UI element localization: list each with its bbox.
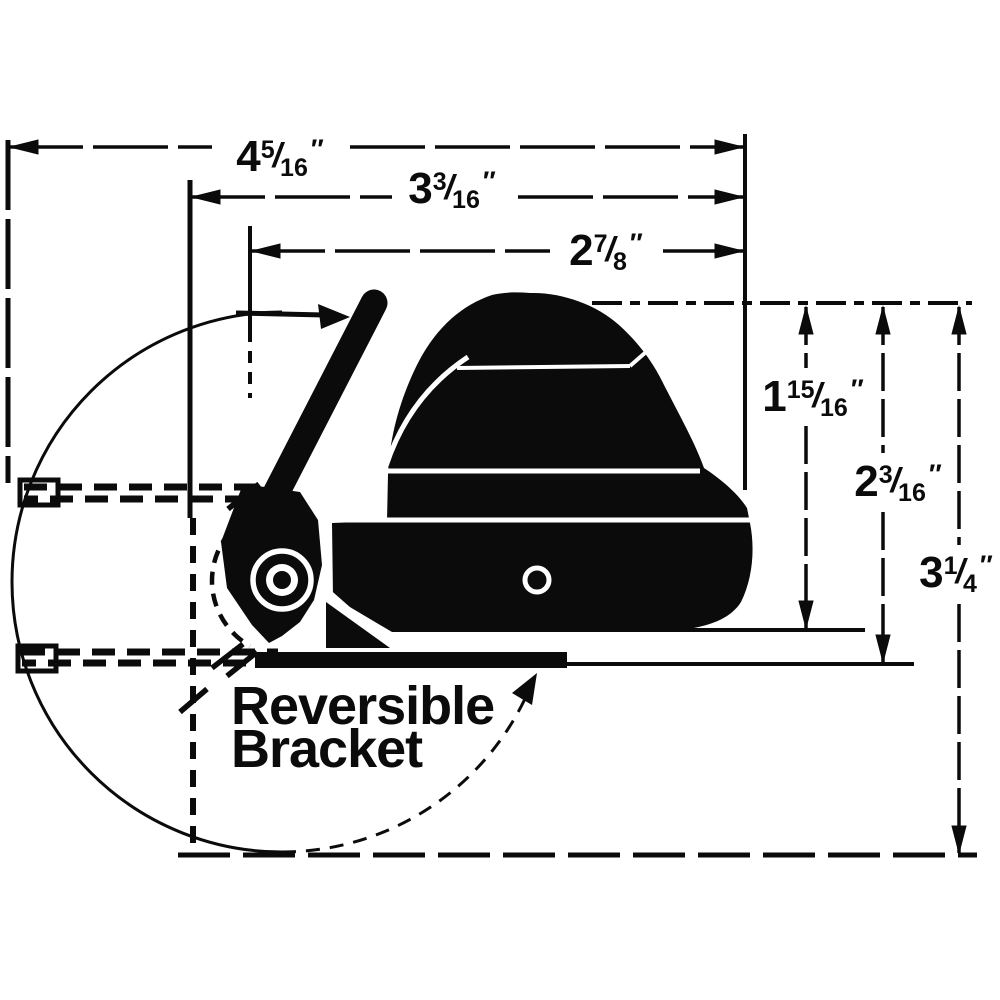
dim-whole: 4 — [236, 132, 261, 181]
arrow-down — [798, 600, 814, 630]
arrow-down — [875, 634, 891, 664]
dim-upper-height-line — [798, 305, 814, 630]
inch-mark: ″ — [482, 166, 496, 196]
dim-denominator: 16 — [898, 479, 926, 507]
fraction-slash: / — [812, 377, 822, 415]
alt-bracket-end-box-bottom — [15, 643, 59, 674]
dim-label-front-width: 27/8″ — [569, 226, 643, 276]
dim-whole: 3 — [919, 548, 944, 597]
fraction-slash: / — [955, 553, 965, 591]
arrow-up — [951, 305, 967, 335]
inch-mark: ″ — [928, 459, 942, 489]
dim-denominator: 16 — [452, 186, 480, 214]
dim-numerator: 15 — [786, 376, 815, 404]
fraction-slash: / — [605, 231, 615, 269]
bracket-body-gap — [323, 588, 397, 656]
dim-mid-height-line — [875, 305, 891, 664]
inch-mark: ″ — [629, 228, 643, 258]
cap-separation-line — [456, 364, 631, 370]
dim-label-overall-height: 31/4″ — [919, 548, 993, 598]
dim-front-width-line — [250, 243, 745, 259]
knob-center-dot — [273, 571, 291, 589]
rotation-arrow-bottom — [512, 673, 537, 705]
dim-label-upper-height: 115/16″ — [762, 372, 864, 422]
dim-whole: 1 — [762, 372, 787, 421]
inch-mark: ″ — [310, 134, 324, 164]
dim-denominator: 16 — [820, 394, 848, 422]
cap-separation-tick — [628, 350, 648, 368]
alt-bracket-pivot-arc — [209, 530, 252, 648]
dim-overall-height-line — [951, 305, 967, 855]
pivot-knob — [248, 546, 316, 614]
arrow-left — [9, 139, 39, 155]
dim-denominator: 4 — [963, 570, 977, 598]
alt-bracket-end-box-top — [17, 477, 61, 508]
dim-numerator: 3 — [432, 168, 447, 196]
arrow-right — [714, 189, 744, 205]
dim-numerator: 5 — [260, 136, 275, 164]
caption-line-2: Bracket — [231, 719, 423, 779]
rotation-arrow-top-head — [318, 304, 350, 329]
bracket-mount-bar — [255, 652, 567, 668]
dim-body-width-line — [190, 189, 745, 205]
dim-overall-width-line — [8, 139, 745, 155]
arrow-left — [191, 189, 221, 205]
extension-lines — [5, 134, 747, 853]
arrow-right — [714, 139, 744, 155]
caption-line-1: Reversible — [231, 676, 495, 736]
inch-mark: ″ — [850, 374, 864, 404]
arrow-left — [251, 243, 281, 259]
rotation-arrow-bottom-head — [512, 673, 537, 705]
inch-mark: ″ — [979, 550, 993, 580]
dim-label-body-width: 33/16″ — [408, 164, 496, 214]
compass-silhouette — [332, 292, 753, 632]
dim-denominator: 16 — [280, 154, 308, 182]
arrow-up — [798, 305, 814, 335]
arrow-up — [875, 305, 891, 335]
dome-highlight-arc — [383, 354, 470, 467]
dim-numerator: 7 — [593, 230, 608, 258]
dim-label-mid-height: 23/16″ — [854, 457, 942, 507]
arrow-right — [714, 243, 744, 259]
housing-screw — [522, 565, 552, 595]
arrow-down — [951, 825, 967, 855]
dim-label-overall-width: 45/16″ — [236, 132, 324, 182]
swing-circle-dashed-arc — [281, 689, 531, 854]
swing-circle — [10, 310, 531, 854]
fraction-slash: / — [444, 169, 455, 207]
dim-denominator: 8 — [613, 248, 627, 276]
bracket-base-lobe — [326, 602, 390, 648]
dim-numerator: 3 — [878, 461, 893, 489]
fraction-slash: / — [890, 462, 901, 500]
swing-circle-solid-arc — [10, 310, 283, 854]
knob-outer-ring — [250, 548, 314, 612]
dim-numerator: 1 — [943, 552, 958, 580]
fraction-slash: / — [272, 137, 283, 175]
compass-body — [323, 292, 753, 656]
rotation-arrow-top — [235, 304, 350, 329]
dim-whole: 3 — [408, 164, 433, 213]
dim-whole: 2 — [854, 457, 879, 506]
dim-whole: 2 — [569, 226, 594, 275]
